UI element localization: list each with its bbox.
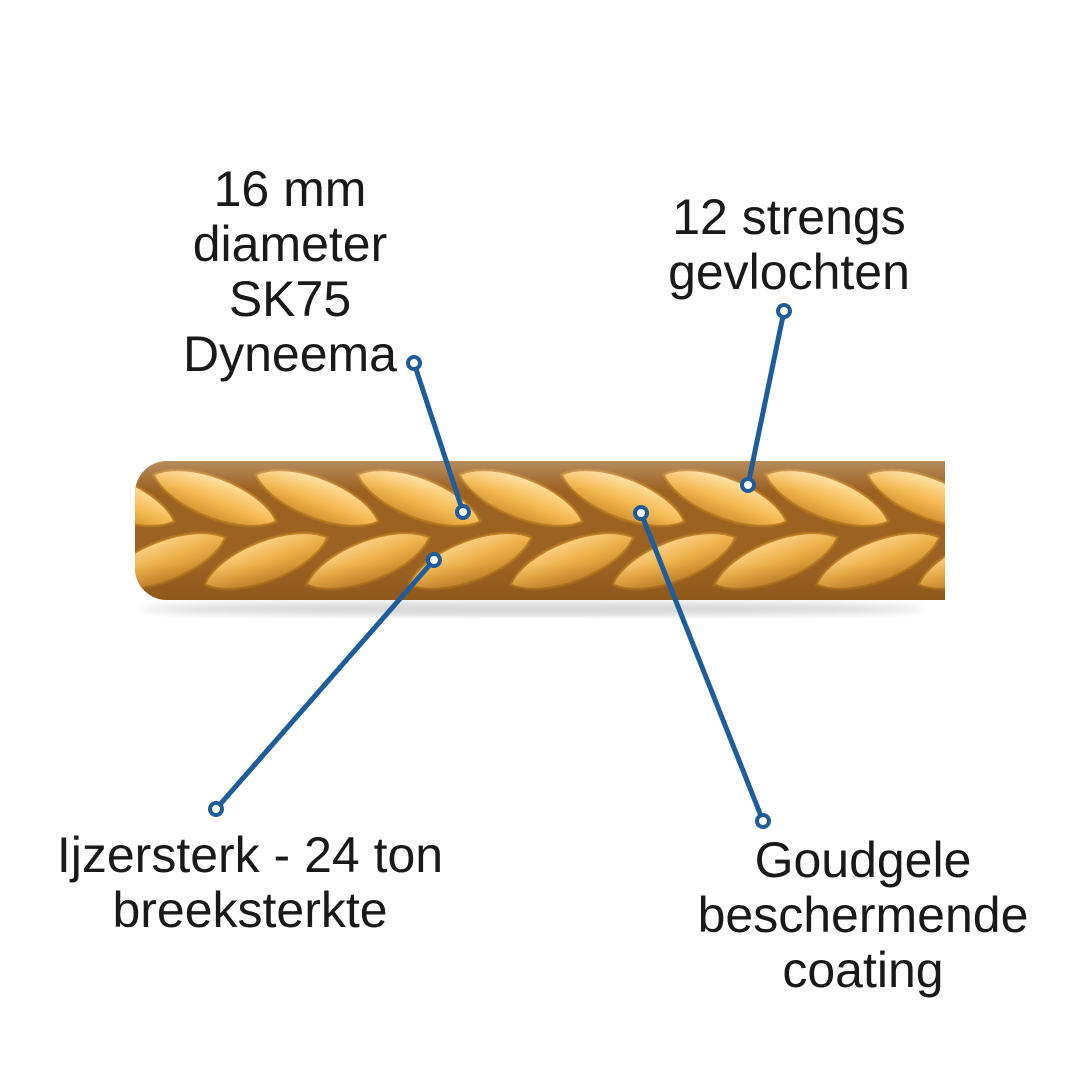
callout-strength: Ijzersterk - 24 ton breeksterkte bbox=[30, 828, 470, 938]
callout-diameter-line: Dyneema bbox=[183, 326, 397, 382]
callout-coating: Goudgele beschermende coating bbox=[663, 833, 1063, 998]
connector-dot-strands-label bbox=[776, 303, 792, 319]
rope-image bbox=[133, 458, 987, 618]
callout-diameter-line: 16 mm bbox=[213, 161, 367, 217]
callout-coating-line: Goudgele bbox=[754, 832, 972, 888]
connector-dot-strength-label bbox=[208, 801, 224, 817]
callout-diameter: 16 mm diameter SK75 Dyneema bbox=[90, 162, 490, 382]
callout-coating-line: coating bbox=[782, 942, 944, 998]
callout-coating-line: beschermende bbox=[697, 887, 1029, 943]
callout-diameter-line: SK75 bbox=[228, 271, 352, 327]
rope-svg bbox=[135, 461, 987, 616]
connector-dot-coating-label bbox=[755, 813, 771, 829]
callout-strength-line: breeksterkte bbox=[112, 882, 388, 938]
callout-strands: 12 strengs gevlochten bbox=[589, 190, 989, 300]
callout-strands-line: gevlochten bbox=[668, 244, 910, 300]
rope-shadow bbox=[143, 602, 923, 616]
callout-strength-line: Ijzersterk - 24 ton bbox=[56, 827, 444, 883]
callout-strands-line: 12 strengs bbox=[672, 189, 906, 245]
rope-body bbox=[135, 461, 987, 600]
callout-diameter-line: diameter bbox=[192, 216, 388, 272]
